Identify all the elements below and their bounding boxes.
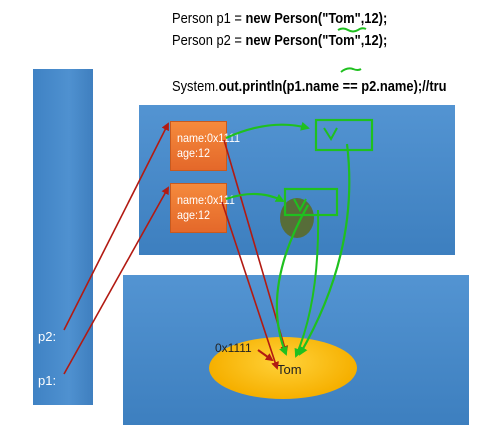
reference-arrow	[63, 122, 169, 331]
code-line-1: Person p1 = new Person("Tom",12);	[172, 10, 387, 27]
green-arrow	[275, 204, 309, 356]
stack-region	[33, 69, 93, 405]
reference-arrow	[63, 186, 169, 375]
squiggle-underline	[337, 27, 367, 33]
green-arrow	[294, 209, 320, 358]
p2-variable-label: p2:	[38, 329, 57, 344]
green-check	[323, 127, 338, 141]
reference-arrow	[257, 349, 274, 362]
reference-arrow	[223, 139, 289, 354]
reference-arrow	[221, 201, 279, 370]
green-arrow	[299, 143, 351, 356]
age-field: age:12	[177, 146, 211, 160]
p1-variable-label: p1:	[38, 373, 57, 388]
code-line-2: Person p2 = new Person("Tom",12);	[172, 32, 387, 49]
green-arrow	[225, 192, 285, 202]
green-box	[314, 118, 374, 152]
code-text-bold: new Person("Tom",12);	[245, 32, 388, 49]
string-address-label: 0x1111	[215, 341, 252, 355]
code-line-3: System.out.println(p1.name == p2.name);/…	[172, 78, 447, 95]
green-check	[293, 198, 307, 213]
person-object-2: name:0x111 age:12	[170, 183, 235, 233]
code-text-bold: out.println(p1.name == p2.name);//tru	[218, 78, 447, 95]
code-text: Person p2 =	[172, 32, 246, 49]
code-text: Person p1 =	[172, 10, 246, 27]
code-text: System.	[172, 78, 219, 95]
green-box	[283, 187, 339, 217]
name-field: name:0x111	[177, 193, 235, 207]
squiggle-underline	[340, 67, 362, 73]
string-value-label: Tom	[277, 362, 302, 377]
code-text-bold: new Person("Tom",12);	[245, 10, 388, 27]
green-arrow	[225, 121, 310, 140]
age-field: age:12	[177, 208, 211, 222]
